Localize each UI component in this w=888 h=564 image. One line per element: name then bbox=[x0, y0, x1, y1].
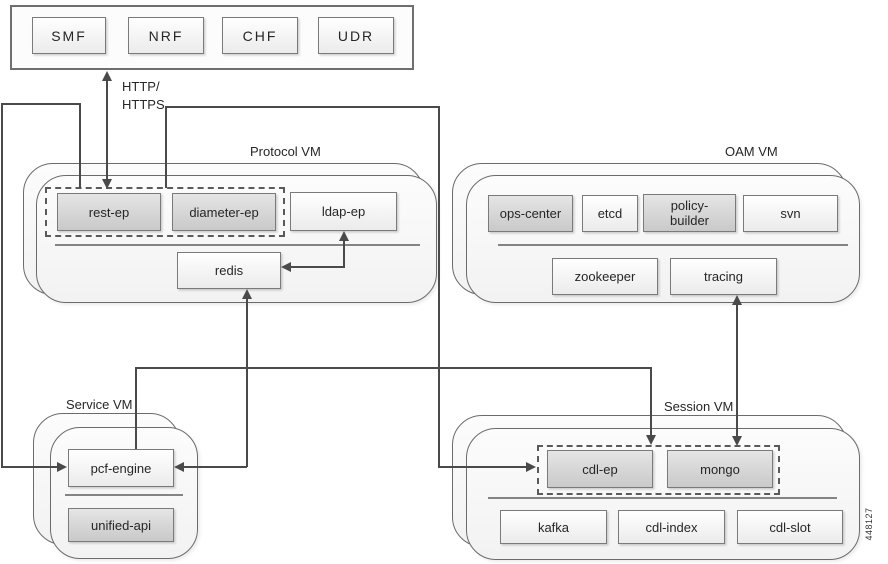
arrowhead-right-pcf-engine bbox=[57, 462, 67, 472]
session-vm-divider bbox=[488, 497, 837, 499]
node-cdl-index: cdl-index bbox=[618, 510, 725, 544]
edge-pcf-cdl-seg1 bbox=[135, 367, 137, 449]
service-vm-title: Service VM bbox=[66, 397, 133, 412]
node-smf: SMF bbox=[32, 17, 106, 54]
node-nrf: NRF bbox=[128, 17, 204, 54]
edge-rest-pcf-seg2 bbox=[1, 103, 81, 105]
node-cdl-slot: cdl-slot bbox=[737, 510, 843, 544]
http-label-line2: HTTPS bbox=[122, 97, 165, 112]
protocol-vm-title: Protocol VM bbox=[250, 144, 321, 159]
arrowhead-up-redis bbox=[242, 289, 252, 299]
edge-redis-pcf-seg2 bbox=[184, 466, 247, 468]
oam-vm-divider bbox=[498, 244, 848, 246]
edge-proto-cdl-seg2 bbox=[165, 106, 440, 108]
node-rest-ep: rest-ep bbox=[57, 193, 161, 231]
service-vm-divider bbox=[65, 494, 183, 496]
edge-proto-cdl-seg4 bbox=[438, 466, 528, 468]
arrowhead-right-cdl-group bbox=[526, 462, 536, 472]
edge-ldap-redis-seg2 bbox=[291, 266, 345, 268]
edge-pcf-cdl-seg3 bbox=[650, 367, 652, 436]
node-unified-api: unified-api bbox=[68, 508, 174, 542]
edge-pcf-cdl-seg2 bbox=[135, 367, 652, 369]
node-pcf-engine: pcf-engine bbox=[68, 449, 174, 487]
node-svn: svn bbox=[743, 195, 838, 232]
edge-nf-http-https-segment bbox=[106, 74, 108, 180]
node-udr: UDR bbox=[318, 17, 394, 54]
node-diameter-ep: diameter-ep bbox=[172, 193, 276, 231]
edge-proto-cdl-seg3 bbox=[438, 106, 440, 468]
edge-redis-pcf-seg1 bbox=[246, 297, 248, 467]
edge-rest-pcf-seg1 bbox=[79, 103, 81, 188]
node-tracing: tracing bbox=[670, 258, 777, 295]
arrowhead-left-pcf-engine bbox=[174, 462, 184, 472]
arrowhead-up-nf bbox=[102, 71, 112, 81]
node-ldap-ep: ldap-ep bbox=[290, 192, 397, 231]
node-cdl-ep: cdl-ep bbox=[547, 450, 653, 488]
session-cdl-dashed-group bbox=[537, 445, 780, 495]
node-chf: CHF bbox=[222, 17, 298, 54]
edge-tracing-mongo-seg1 bbox=[736, 303, 738, 437]
session-vm-title: Session VM bbox=[664, 399, 734, 414]
edge-label-http-https: HTTP/ HTTPS bbox=[122, 78, 165, 114]
protocol-endpoint-dashed-group bbox=[45, 187, 285, 237]
arrowhead-down-cdl-ep bbox=[646, 435, 656, 445]
node-ops-center: ops-center bbox=[488, 195, 573, 232]
edge-proto-cdl-seg1 bbox=[165, 106, 167, 188]
node-mongo: mongo bbox=[667, 450, 773, 488]
edge-rest-pcf-seg4 bbox=[1, 466, 58, 468]
node-zookeeper: zookeeper bbox=[552, 258, 658, 295]
arrowhead-up-ldap-ep bbox=[339, 231, 349, 241]
oam-vm-title: OAM VM bbox=[725, 144, 778, 159]
arrowhead-up-tracing bbox=[732, 295, 742, 305]
http-label-line1: HTTP/ bbox=[122, 79, 160, 94]
figure-number: 448127 bbox=[864, 507, 874, 541]
arrowhead-down-mongo bbox=[732, 436, 742, 446]
arrowhead-left-redis bbox=[281, 262, 291, 272]
policy-builder-label: policy-builder bbox=[669, 198, 710, 228]
edge-rest-pcf-seg3 bbox=[1, 103, 3, 468]
node-policy-builder: policy-builder bbox=[643, 194, 736, 232]
edge-ldap-redis-seg1 bbox=[343, 239, 345, 267]
arrowhead-down-rest-ep bbox=[102, 179, 112, 189]
node-redis: redis bbox=[177, 252, 281, 289]
node-kafka: kafka bbox=[500, 510, 607, 544]
node-etcd: etcd bbox=[582, 195, 638, 232]
protocol-vm-divider bbox=[55, 244, 420, 246]
